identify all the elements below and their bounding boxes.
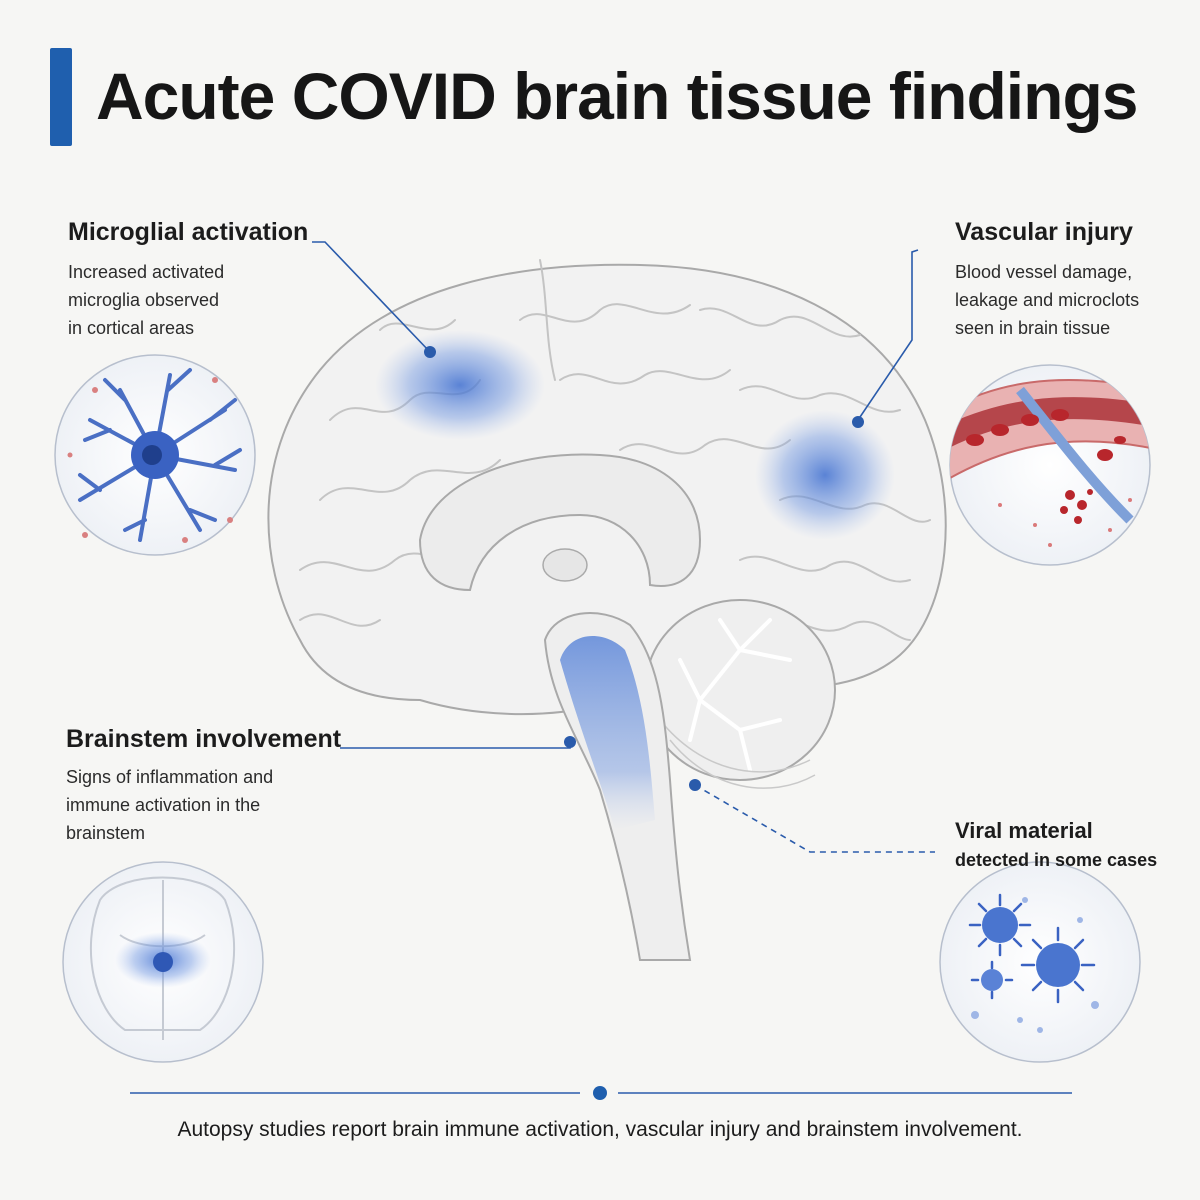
brainstem-marker xyxy=(564,736,576,748)
damaged-blood-vessel-icon xyxy=(949,364,1151,566)
page-title: Acute COVID brain tissue findings xyxy=(96,59,1138,133)
corpus-callosum xyxy=(418,453,702,592)
footer-divider xyxy=(130,1086,1072,1100)
vascular-description: Blood vessel damage, leakage and microcl… xyxy=(955,262,1140,338)
virus-particles-icon xyxy=(939,861,1141,1063)
cerebellum xyxy=(644,599,836,789)
viral-title: Viral material xyxy=(955,818,1093,843)
brainstem-cross-section-icon xyxy=(62,861,264,1063)
microglial-title: Microglial activation xyxy=(68,218,309,246)
microglial-marker xyxy=(424,346,436,358)
viral-description: detected in some cases xyxy=(955,850,1158,870)
microglia-cell-icon xyxy=(54,354,256,556)
microglial-description: Increased activated microglia observed i… xyxy=(68,262,225,338)
brainstem-title: Brainstem involvement xyxy=(66,725,342,753)
brainstem-description: Signs of inflammation and immune activat… xyxy=(66,767,274,843)
viral-marker xyxy=(689,779,701,791)
vascular-marker xyxy=(852,416,864,428)
vascular-title: Vascular injury xyxy=(955,218,1133,246)
title-accent-bar xyxy=(50,48,72,146)
footer-caption: Autopsy studies report brain immune acti… xyxy=(177,1118,1023,1141)
brainstem xyxy=(543,612,692,961)
